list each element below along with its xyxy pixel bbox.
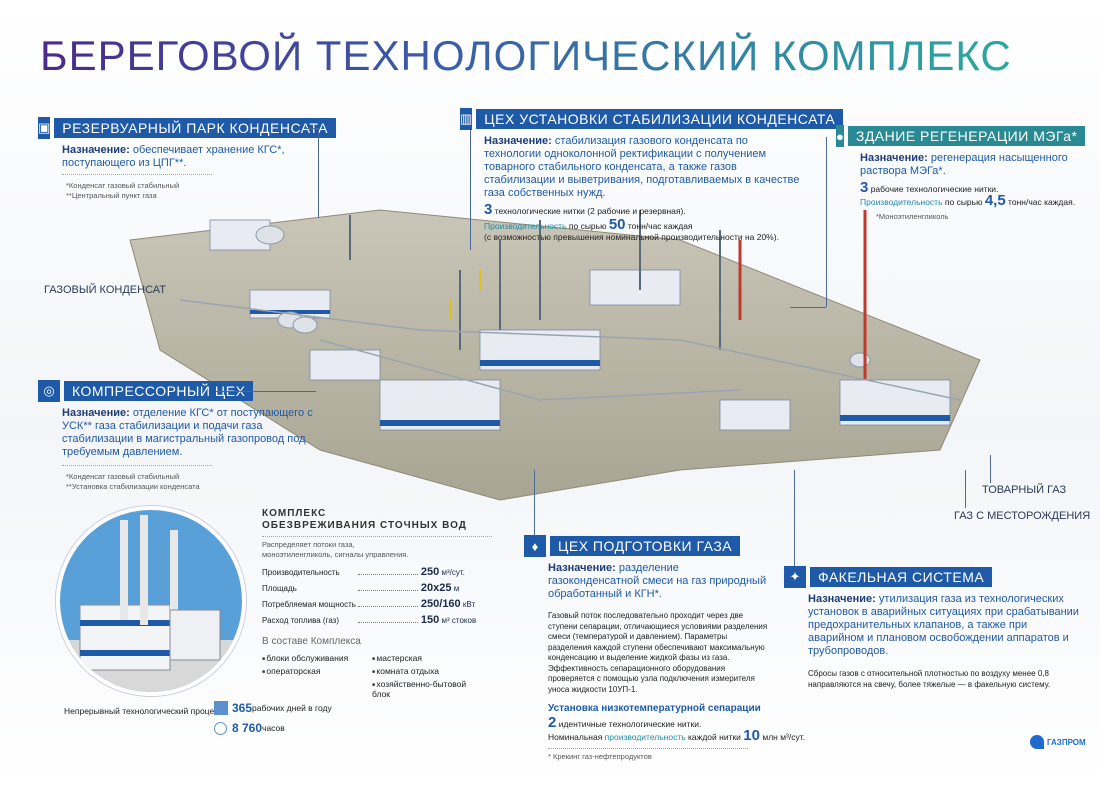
field-gas-label: ГАЗ С МЕСТОРОЖДЕНИЯ	[954, 510, 1091, 522]
tank-icon: ▣	[38, 117, 51, 139]
process-label: Непрерывный технологический процесс	[64, 706, 223, 716]
process-days: 365 рабочих дней в году	[214, 701, 332, 715]
commercial-gas-label: ТОВАРНЫЙ ГАЗ	[982, 484, 1067, 496]
compressor-icon: ◎	[38, 380, 60, 402]
list-item: хозяйственно-бытовой блок	[372, 679, 482, 699]
section-stabilization: ▥ ЦЕХ УСТАНОВКИ СТАБИЛИЗАЦИИ КОНДЕНСАТА …	[460, 108, 844, 243]
section-label: ЗДАНИЕ РЕГЕНЕРАЦИИ МЭГа*	[847, 126, 1086, 146]
list-item: блоки обслуживания	[262, 653, 372, 663]
clock-icon	[214, 721, 227, 735]
sewage-title: КОМПЛЕКС ОБЕЗВРЕЖИВАНИЯ СТОЧНЫХ ВОД	[262, 508, 467, 531]
section-flare-system: ✦ ФАКЕЛЬНАЯ СИСТЕМА Назначение: утилизац…	[784, 566, 1084, 690]
list-item: операторская	[262, 666, 372, 676]
facility-illustration	[129, 209, 981, 501]
process-hours: 8 760 часов	[214, 721, 285, 735]
sewage-complex-photo	[56, 506, 246, 696]
section-sewage-complex: КОМПЛЕКС ОБЕЗВРЕЖИВАНИЯ СТОЧНЫХ ВОД Расп…	[262, 508, 492, 699]
composition-list: блоки обслуживания мастерская операторск…	[262, 653, 492, 699]
section-tank-farm: ▣ РЕЗЕРВУАРНЫЙ ПАРК КОНДЕНСАТА Назначени…	[38, 117, 336, 201]
gas-condensate-label: ГАЗОВЫЙ КОНДЕНСАТ	[44, 284, 166, 296]
section-label: ФАКЕЛЬНАЯ СИСТЕМА	[810, 567, 993, 587]
section-gas-preparation: ♦ ЦЕХ ПОДГОТОВКИ ГАЗА Назначение: раздел…	[524, 535, 805, 762]
column-icon: ▥	[460, 108, 473, 130]
composition-title: В составе Комплекса	[262, 636, 361, 647]
flame-icon: ♦	[524, 535, 546, 557]
purpose: Назначение: обеспечивает хранение КГС*, …	[62, 144, 285, 169]
drop-icon: ●	[836, 125, 844, 147]
calendar-icon	[214, 701, 228, 715]
section-meg-regeneration: ● ЗДАНИЕ РЕГЕНЕРАЦИИ МЭГа* Назначение: р…	[836, 125, 1086, 222]
list-item: мастерская	[372, 653, 482, 663]
flame-logo-icon	[1030, 735, 1044, 749]
gazprom-logo: ГАЗПРОМ	[1030, 735, 1086, 749]
list-item: комната отдыха	[372, 666, 482, 676]
section-label: КОМПРЕССОРНЫЙ ЦЕХ	[64, 381, 254, 401]
section-label: ЦЕХ УСТАНОВКИ СТАБИЛИЗАЦИИ КОНДЕНСАТА	[476, 109, 844, 129]
section-compressor: ◎ КОМПРЕССОРНЫЙ ЦЕХ Назначение: отделени…	[38, 380, 328, 492]
section-label: РЕЗЕРВУАРНЫЙ ПАРК КОНДЕНСАТА	[54, 118, 336, 138]
section-label: ЦЕХ ПОДГОТОВКИ ГАЗА	[550, 536, 741, 556]
flare-icon: ✦	[784, 566, 806, 588]
page-title: БЕРЕГОВОЙ ТЕХНОЛОГИЧЕСКИЙ КОМПЛЕКС	[40, 32, 1012, 79]
sewage-desc: Распределяет потоки газа, моноэтиленглик…	[262, 540, 409, 559]
